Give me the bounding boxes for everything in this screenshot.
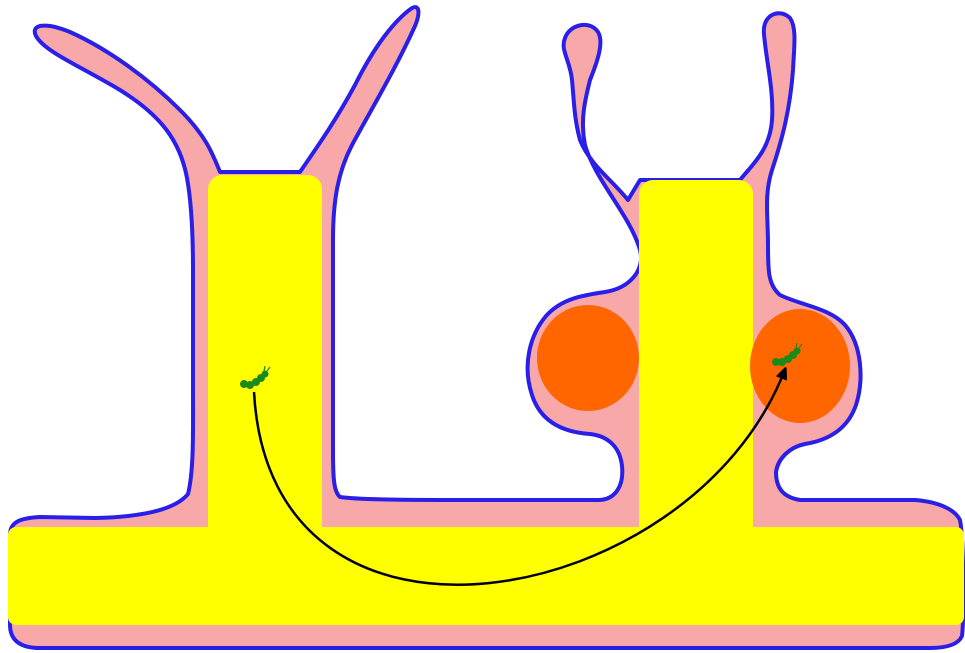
core-base xyxy=(8,527,964,625)
nucleus-left xyxy=(537,305,639,411)
core-stalk-left xyxy=(208,175,322,555)
core-stalk-right xyxy=(639,180,753,555)
nucleus-right xyxy=(750,309,850,423)
